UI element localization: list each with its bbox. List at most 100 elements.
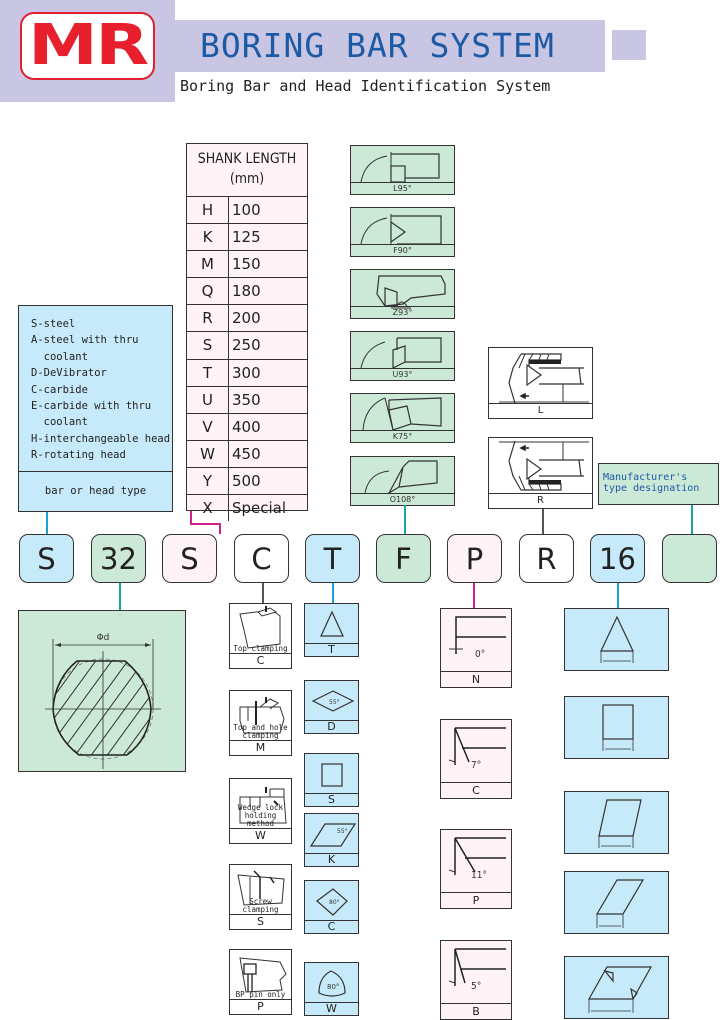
insert-shape-label: S xyxy=(305,793,358,806)
clearance-angle-icon: 7° xyxy=(448,727,506,771)
tool-style-icon xyxy=(364,460,438,495)
connector-diameter xyxy=(119,583,121,610)
clearance-label: C xyxy=(441,782,511,798)
tool-style-label: K75° xyxy=(351,430,454,442)
hand-box-right: R xyxy=(488,437,593,509)
shank-length-code: R xyxy=(187,305,229,332)
clearance-angle-icon: 11° xyxy=(448,837,506,881)
tool-style-label: Z93° xyxy=(351,306,454,318)
page-title: BORING BAR SYSTEM xyxy=(200,26,555,65)
code-position-8: R xyxy=(519,534,574,583)
insert-shape-icon: 80° xyxy=(318,970,346,997)
svg-text:80°: 80° xyxy=(327,983,339,991)
hand-box-left: L xyxy=(488,347,593,419)
shank-length-value: 300 xyxy=(232,363,261,382)
insert-shape-icon: 55° xyxy=(311,690,355,712)
shank-length-value: 250 xyxy=(232,336,261,355)
shank-length-code: Q xyxy=(187,278,229,305)
clamping-caption: Top and hole clamping xyxy=(233,723,288,740)
shank-length-code: V xyxy=(187,413,229,440)
clearance-box: 7° C xyxy=(440,719,512,799)
shank-length-code: T xyxy=(187,359,229,386)
insert-shape-box: T xyxy=(304,603,359,657)
svg-text:5°: 5° xyxy=(471,981,481,992)
mr-logo: MR xyxy=(20,12,155,80)
tool-style-label: U93° xyxy=(351,368,454,380)
shank-length-code: X xyxy=(187,495,229,522)
shank-length-value: 100 xyxy=(232,201,261,219)
insert-shape-label: C xyxy=(305,920,358,933)
svg-text:80°: 80° xyxy=(329,899,340,906)
code-position-9: 16 xyxy=(590,534,645,583)
shank-length-value: 450 xyxy=(232,444,261,463)
tool-style-box: K75° xyxy=(350,393,455,443)
clearance-angle-icon: 0° xyxy=(449,616,506,660)
left-hand-tool-icon xyxy=(499,353,589,404)
connector-tool-style xyxy=(404,505,406,534)
insert-shape-icon: 80° xyxy=(316,888,348,916)
insert-shape-label: K xyxy=(305,853,358,866)
right-hand-tool-icon xyxy=(499,440,589,491)
insert-size-icon xyxy=(600,615,634,663)
insert-shape-label: W xyxy=(305,1002,358,1015)
clamping-label: W xyxy=(230,828,291,843)
connector-bar-type xyxy=(46,512,48,534)
bar-diameter-section: Φd xyxy=(18,610,186,772)
clamping-label: S xyxy=(230,914,291,929)
page-subtitle: Boring Bar and Head Identification Syste… xyxy=(180,77,551,95)
bar-type-item: coolant xyxy=(31,416,88,429)
connector-hand xyxy=(542,509,544,534)
clearance-angle-icon: 5° xyxy=(448,948,506,992)
bar-type-item: S-steel xyxy=(31,318,76,330)
shank-length-code: H xyxy=(187,197,229,224)
shank-length-code: K xyxy=(187,224,229,251)
connector-shank-3 xyxy=(219,523,221,534)
manufacturer-line-2: type designation xyxy=(603,483,700,494)
clamping-icon xyxy=(239,957,287,993)
tool-style-label: F90° xyxy=(351,244,454,256)
tool-style-icon xyxy=(362,397,442,431)
tool-style-icon xyxy=(360,337,442,369)
shank-length-code: S xyxy=(187,332,229,359)
tool-style-icon xyxy=(376,275,446,309)
clamping-caption: Screw clamping xyxy=(242,897,279,914)
insert-size-box-square xyxy=(564,696,669,759)
insert-size-box-parallelogram-85 xyxy=(564,791,669,854)
clamping-caption: Top clamping xyxy=(233,644,288,653)
diameter-label: Φd xyxy=(97,633,110,643)
bar-type-item: D-DeVibrator xyxy=(31,367,107,380)
insert-size-icon xyxy=(602,704,634,751)
insert-shape-box: 80° C xyxy=(304,880,359,934)
code-position-5: T xyxy=(305,534,360,583)
bar-type-item: E-carbide with thru xyxy=(31,400,152,413)
clearance-label: N xyxy=(441,671,511,687)
hand-label-left: L xyxy=(489,403,592,418)
connector-clearance xyxy=(473,583,475,608)
insert-size-box-rhombus-chipbreaker xyxy=(564,956,669,1019)
shank-length-code: W xyxy=(187,440,229,467)
shank-length-unit: (mm) xyxy=(229,171,265,187)
code-position-6: F xyxy=(376,534,431,583)
clearance-label: P xyxy=(441,892,511,908)
tool-style-box: U93° xyxy=(350,331,455,381)
code-position-2: 32 xyxy=(91,534,146,583)
insert-shape-label: D xyxy=(305,720,358,733)
clearance-box: 5°B xyxy=(440,940,512,1020)
tool-style-icon xyxy=(360,214,442,245)
insert-shape-icon xyxy=(320,610,344,637)
shank-length-value: 200 xyxy=(232,309,261,328)
insert-shape-label: T xyxy=(305,643,358,656)
tool-style-label: L95° xyxy=(351,182,454,194)
code-position-1: S xyxy=(19,534,74,583)
